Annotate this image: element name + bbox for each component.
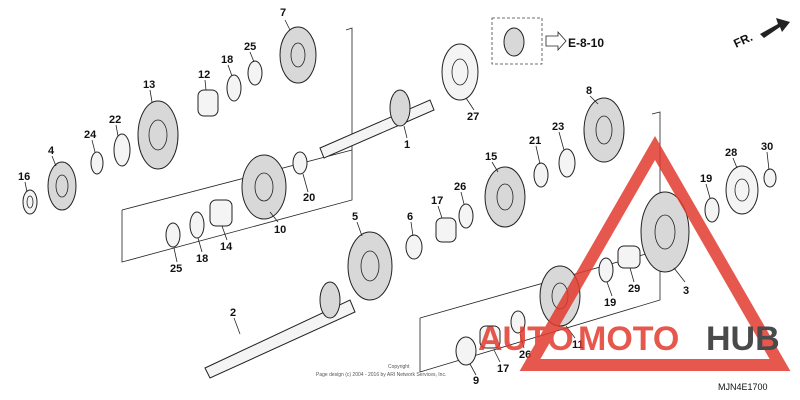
bearing-28[interactable] — [725, 165, 759, 215]
callout-20: 20 — [303, 192, 315, 204]
callout-13: 13 — [143, 79, 155, 91]
direction-label: FR. — [731, 30, 754, 51]
gear-10[interactable] — [241, 154, 287, 220]
shaft-1[interactable] — [319, 89, 435, 159]
callout-27: 27 — [467, 111, 479, 123]
washer-21[interactable] — [533, 162, 549, 188]
copyright-notice: Copyright Page design (c) 2004 - 2016 by… — [316, 364, 446, 378]
bearing-29[interactable] — [617, 245, 641, 269]
washer-26-low[interactable] — [510, 310, 526, 334]
callout-4: 4 — [48, 145, 55, 157]
callout-9: 9 — [473, 375, 479, 387]
reference-label[interactable]: E-8-10 — [568, 36, 604, 50]
callout-8: 8 — [586, 85, 592, 97]
callout-7: 7 — [280, 7, 286, 19]
washer-19-right[interactable] — [704, 197, 720, 223]
callout-5: 5 — [352, 211, 358, 223]
bearing-17-low[interactable] — [479, 325, 501, 349]
callout-12: 12 — [198, 69, 210, 81]
bushing-22[interactable] — [113, 133, 131, 167]
bearing-9[interactable] — [455, 336, 477, 366]
washer-19-mid[interactable] — [598, 257, 614, 283]
shaft-2[interactable] — [204, 281, 356, 379]
gear-4[interactable] — [47, 161, 77, 211]
callout-14: 14 — [220, 241, 233, 253]
front-direction-indicator: FR. — [731, 18, 790, 51]
callout-11: 11 — [572, 339, 584, 351]
washer-6[interactable] — [405, 234, 423, 260]
seal-30[interactable] — [763, 168, 777, 188]
callout-10: 10 — [274, 224, 286, 236]
gear-16[interactable] — [22, 189, 38, 215]
watermark-logo: AUTO MOTO HUB — [478, 135, 791, 371]
gear-8[interactable] — [583, 97, 625, 163]
callout-17-top: 17 — [431, 195, 443, 207]
leader-lines — [24, 19, 770, 376]
warning-triangle-icon — [519, 135, 791, 371]
collar-24[interactable] — [90, 151, 104, 175]
bearing-12[interactable] — [197, 89, 219, 117]
callout-28: 28 — [725, 147, 737, 159]
copyright-text: Page design (c) 2004 - 2016 by ARI Netwo… — [316, 372, 446, 378]
callout-16: 16 — [18, 171, 30, 183]
callout-26-top: 26 — [454, 181, 466, 193]
callout-15: 15 — [485, 151, 497, 163]
gear-5[interactable] — [347, 231, 393, 301]
callout-30: 30 — [761, 141, 773, 153]
watermark-hub: HUB — [706, 320, 780, 358]
collar-23[interactable] — [558, 148, 576, 178]
callout-25-low: 25 — [170, 263, 182, 275]
collar-25-low[interactable] — [165, 222, 181, 248]
washer-18-low[interactable] — [189, 211, 205, 239]
gear-7[interactable] — [279, 26, 317, 84]
collar-25-top[interactable] — [247, 60, 263, 86]
washer-20[interactable] — [292, 151, 308, 175]
front-arrow-icon — [760, 18, 790, 38]
callout-18-top: 18 — [221, 54, 233, 66]
gear-3[interactable] — [640, 191, 690, 273]
callout-labels: 7 25 18 12 13 22 24 4 16 20 10 14 18 25 … — [18, 7, 773, 387]
callout-29: 29 — [628, 283, 640, 295]
callout-23: 23 — [552, 121, 564, 133]
callout-3: 3 — [683, 285, 689, 297]
callout-17-low: 17 — [497, 363, 509, 375]
copyright-label: Copyright — [388, 364, 410, 370]
callout-2: 2 — [230, 307, 236, 319]
callout-24: 24 — [84, 129, 97, 141]
reference-box[interactable]: E-8-10 — [491, 17, 604, 65]
watermark-moto: MOTO — [578, 320, 679, 358]
callout-18-low: 18 — [196, 253, 208, 265]
bearing-17-top[interactable] — [435, 217, 457, 243]
gear-15[interactable] — [484, 166, 526, 228]
gear-13[interactable] — [137, 100, 179, 170]
callout-6: 6 — [407, 211, 413, 223]
callout-19-mid: 19 — [604, 297, 616, 309]
washer-18-top[interactable] — [226, 74, 242, 102]
watermark-auto: AUTO — [478, 320, 574, 358]
diagram-code: MJN4E1700 — [718, 382, 768, 392]
bearing-14[interactable] — [209, 199, 233, 227]
bearing-27[interactable] — [441, 43, 479, 101]
callout-19-right: 19 — [700, 173, 712, 185]
callout-25-top: 25 — [244, 41, 256, 53]
callout-22: 22 — [109, 114, 121, 126]
callout-21: 21 — [529, 135, 541, 147]
callout-1: 1 — [404, 139, 410, 151]
washer-26-top[interactable] — [458, 203, 474, 229]
